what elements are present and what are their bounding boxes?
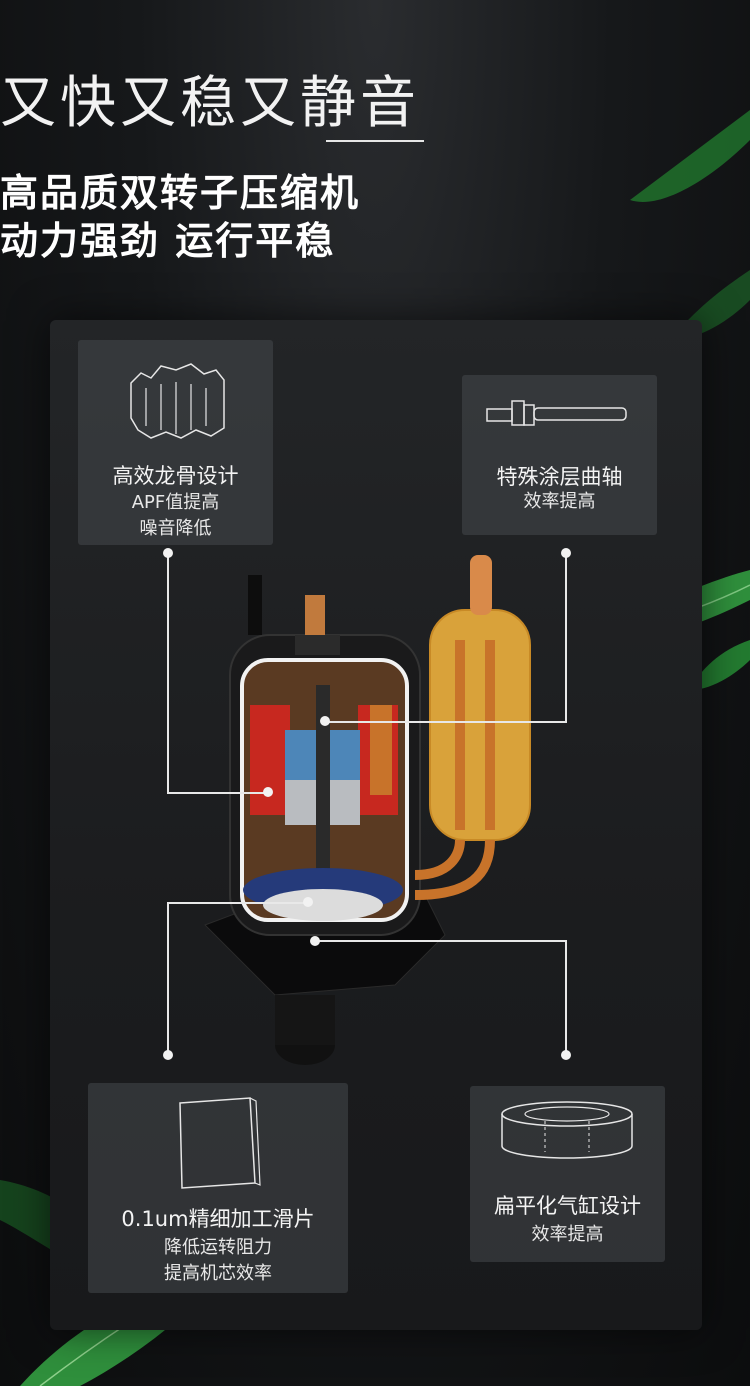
connector-line-1-horizontal — [167, 792, 270, 794]
feature-card-crankshaft: 特殊涂层曲轴 效率提高 — [462, 375, 657, 535]
feature-desc-line-2: 噪音降低 — [139, 518, 212, 539]
feature-desc-line-1: APF值提高 — [131, 492, 220, 513]
connector-line-4-horizontal — [315, 940, 567, 942]
connector-dot-2-end — [320, 716, 330, 726]
feature-card-flat-cylinder: 扁平化气缸设计 效率提高 — [470, 1086, 665, 1262]
connector-line-3-vertical — [167, 902, 169, 1054]
connector-dot-3-end — [303, 897, 313, 907]
connector-line-2-vertical — [565, 553, 567, 723]
feature-desc-line-1: 效率提高 — [531, 1224, 604, 1245]
slide-vane-icon — [179, 1097, 261, 1189]
connector-dot-1 — [163, 548, 173, 558]
feature-desc-line-2: 提高机芯效率 — [164, 1263, 272, 1284]
feature-card-rotor-core: 高效龙骨设计 APF值提高 噪音降低 — [78, 340, 273, 545]
rotor-core-icon — [130, 363, 225, 439]
flat-cylinder-icon — [501, 1101, 633, 1159]
compressor-illustration — [204, 555, 531, 1065]
subtitle-line-1: 高品质双转子压缩机 — [0, 171, 361, 215]
connector-dot-4-end — [310, 936, 320, 946]
title-divider — [326, 140, 424, 142]
connector-dot-4 — [561, 1050, 571, 1060]
feature-name: 扁平化气缸设计 — [494, 1194, 641, 1218]
feature-name: 特殊涂层曲轴 — [496, 465, 623, 489]
connector-dot-3 — [163, 1050, 173, 1060]
feature-desc-line-1: 效率提高 — [523, 491, 596, 512]
feature-card-slide-vane: 0.1um精细加工滑片 降低运转阻力 提高机芯效率 — [88, 1083, 348, 1293]
connector-line-3-horizontal — [167, 902, 307, 904]
connector-line-4-vertical — [565, 940, 567, 1055]
crankshaft-icon — [486, 400, 627, 426]
feature-name: 0.1um精细加工滑片 — [121, 1207, 315, 1231]
connector-dot-1-end — [263, 787, 273, 797]
connector-dot-2 — [561, 548, 571, 558]
subtitle-line-2: 动力强劲 运行平稳 — [0, 219, 336, 263]
feature-desc-line-1: 降低运转阻力 — [164, 1237, 272, 1258]
connector-line-1-vertical — [167, 553, 169, 793]
page-title: 又快又稳又静音 — [0, 71, 420, 136]
feature-name: 高效龙骨设计 — [112, 464, 239, 488]
connector-line-2-horizontal — [325, 721, 567, 723]
